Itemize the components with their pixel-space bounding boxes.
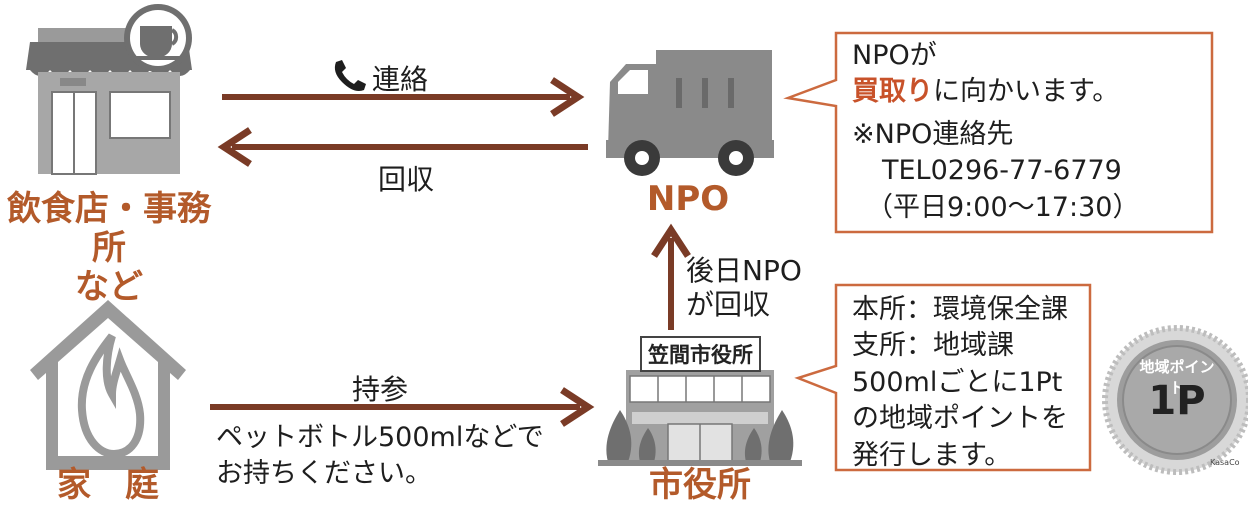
collect-arrow [217, 127, 588, 167]
badge-value: 1P [1148, 378, 1206, 424]
home-note: ペットボトル500mlなどで お持ちください。 [216, 420, 544, 492]
home-label: 家 庭 [57, 465, 159, 505]
phone-icon [334, 60, 366, 91]
later-collect-line2: が回収 [686, 287, 771, 321]
badge-mark: KasaCo [1210, 458, 1240, 467]
restaurant-label-line2: など [75, 267, 143, 308]
badge-arc-text: 地域ポイント [1139, 358, 1215, 397]
coffee-cup-icon [124, 4, 192, 72]
bring-label: 持参 [352, 373, 409, 406]
city-callout-line2: 支所：地域課 [852, 330, 1014, 362]
city-hall-label: 市役所 [649, 465, 751, 505]
home-note-line1: ペットボトル500mlなどで [216, 422, 544, 453]
npo-callout-line1: NPOが [852, 40, 937, 71]
npo-contact-heading: ※NPO連絡先 [852, 118, 1014, 150]
npo-callout-highlight: 買取り [852, 76, 933, 108]
bring-arrow [210, 387, 595, 427]
later-collect-arrow [651, 223, 691, 330]
point-badge-icon [1102, 325, 1248, 475]
npo-callout-line2: 買取りに向かいます。 [852, 74, 1139, 110]
npo-callout-text: NPOが 買取りに向かいます。 ※NPO連絡先 TEL0296-77-6779 … [852, 38, 1139, 226]
restaurant-label-line1: 飲食店・事務所 [7, 189, 211, 269]
contact-label: 連絡 [372, 63, 429, 96]
later-collect-line1: 後日NPO [686, 254, 802, 287]
city-callout-box [794, 283, 1092, 472]
truck-icon [606, 50, 774, 176]
city-callout-line3: 500mlごとに1Pt [852, 366, 1063, 398]
city-callout-line1: 本所：環境保全課 [852, 294, 1068, 325]
npo-contact-hours: （平日9:00〜17:30） [866, 191, 1140, 223]
contact-arrow [222, 77, 585, 117]
later-collect-label: 後日NPO が回収 [686, 254, 802, 321]
home-note-line2: お持ちください。 [216, 457, 432, 489]
npo-contact-tel: TEL0296-77-6779 [882, 155, 1122, 187]
city-callout-line4: の地域ポイントを [852, 403, 1068, 435]
city-hall-sign: 笠間市役所 [640, 336, 761, 372]
npo-callout-line2-rest: に向かいます。 [933, 76, 1120, 108]
city-callout-line5: 発行します。 [852, 439, 1012, 471]
city-callout-text: 本所：環境保全課 支所：地域課 500mlごとに1Pt の地域ポイントを 発行し… [852, 292, 1068, 474]
flame-icon [77, 333, 145, 459]
collect-label: 回収 [378, 163, 435, 196]
npo-callout-box [783, 31, 1214, 234]
city-hall-icon [598, 370, 802, 466]
npo-label: NPO [646, 179, 730, 219]
restaurant-label: 飲食店・事務所 など [0, 189, 218, 308]
